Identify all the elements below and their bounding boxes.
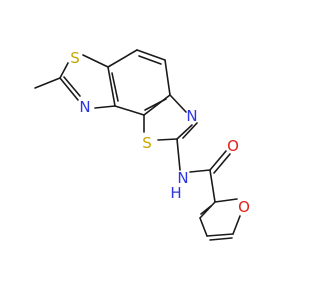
bond bbox=[189, 169, 211, 173]
bond bbox=[136, 49, 166, 61]
structure-canvas: S N N S N H O O bbox=[34, 49, 250, 241]
atom-o-carbonyl: O bbox=[227, 137, 239, 155]
atom-s-top: S bbox=[70, 49, 80, 67]
atom-n-thiazole-b: N bbox=[186, 107, 197, 125]
bond bbox=[209, 150, 227, 171]
bond bbox=[59, 62, 69, 79]
atom-n-thiazole-a: N bbox=[79, 98, 90, 116]
bond bbox=[164, 59, 171, 96]
bond bbox=[213, 153, 231, 174]
bond bbox=[107, 66, 116, 107]
atom-h: H bbox=[170, 184, 181, 202]
bond bbox=[214, 198, 238, 203]
atom-o-furan: O bbox=[238, 198, 250, 216]
bond bbox=[169, 94, 187, 113]
bond bbox=[176, 138, 181, 171]
bond bbox=[82, 54, 109, 68]
bond-methyl bbox=[34, 77, 61, 89]
bond bbox=[206, 233, 234, 237]
bond bbox=[232, 215, 241, 235]
bond bbox=[114, 105, 145, 116]
bond bbox=[138, 55, 162, 65]
bond bbox=[199, 217, 208, 237]
bond bbox=[63, 76, 81, 97]
molecule-structure: S N N S N H O O bbox=[34, 49, 250, 241]
atom-nh: N bbox=[177, 169, 188, 187]
atom-labels: S N N S N H O O bbox=[70, 49, 250, 216]
bond bbox=[59, 77, 79, 101]
bond bbox=[182, 122, 198, 139]
bond bbox=[200, 205, 212, 215]
bond bbox=[176, 124, 193, 140]
bonds bbox=[34, 49, 241, 241]
bond bbox=[209, 169, 216, 203]
bond bbox=[199, 201, 216, 219]
bond bbox=[209, 237, 233, 241]
bond bbox=[94, 105, 116, 109]
bond bbox=[111, 72, 119, 102]
bond bbox=[143, 94, 171, 116]
bond bbox=[157, 138, 178, 141]
atom-s-bottom: S bbox=[142, 134, 152, 152]
bond bbox=[144, 98, 167, 111]
bond bbox=[107, 49, 138, 68]
